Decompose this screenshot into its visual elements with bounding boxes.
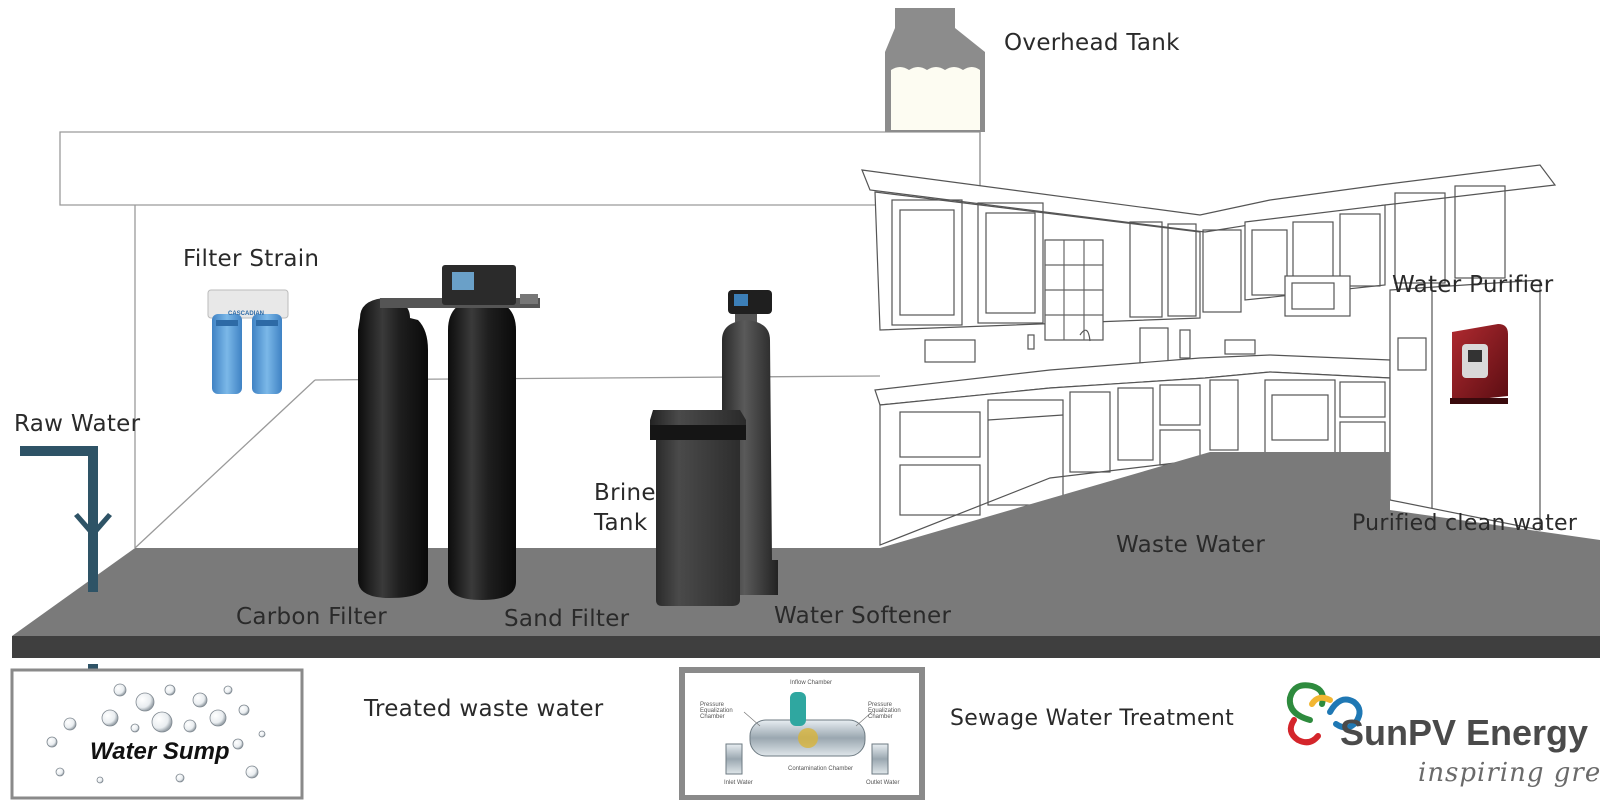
brine-tank-label-line2: Tank <box>594 510 648 536</box>
water-sump <box>10 668 304 800</box>
carbon-filter-label: Carbon Filter <box>236 604 388 630</box>
treated-waste-water-label: Treated waste water <box>364 696 604 722</box>
cartridge-brand-label: CASCADIAN <box>228 311 264 317</box>
sewage-unit-outlet-label: Outlet Water <box>866 780 900 786</box>
filter-strain-unit <box>207 289 289 394</box>
brine-tank-label-line1: Brine <box>594 480 656 506</box>
overhead-tank <box>885 8 985 132</box>
filter-strain-label: Filter Strain <box>183 246 320 272</box>
sand-filter-tank <box>448 298 516 600</box>
sewage-water-treatment-label: Sewage Water Treatment <box>950 706 1235 731</box>
water-sump-label: Water Sump <box>90 738 230 765</box>
brand-name: SunPV Energy <box>1340 712 1589 753</box>
filter-control-head <box>380 265 540 308</box>
raw-water-label: Raw Water <box>14 411 141 437</box>
sewage-unit-inlet-label: Inlet Water <box>724 780 753 786</box>
kitchen-drawing <box>861 164 1557 546</box>
sewage-unit-left-label: Pressure Equalization Chamber <box>700 702 733 720</box>
carbon-filter-tank <box>358 298 428 598</box>
sunpv-logo-icon <box>1286 682 1363 746</box>
sewage-unit-center-label: Contamination Chamber <box>788 766 854 772</box>
waste-water-label: Waste Water <box>1116 532 1266 558</box>
brand-tagline: inspiring green <box>1418 758 1600 788</box>
sand-filter-label: Sand Filter <box>504 606 630 632</box>
overhead-tank-label: Overhead Tank <box>1004 30 1180 56</box>
purified-clean-water-label: Purified clean water <box>1352 511 1578 536</box>
sewage-treatment-box <box>679 667 925 800</box>
sump-bubbles <box>46 683 266 784</box>
sewage-unit-top-label: Inflow Chamber <box>790 680 833 686</box>
house-outline <box>59 131 981 549</box>
water-purifier-device <box>1450 324 1508 404</box>
water-purifier-label: Water Purifier <box>1392 272 1554 298</box>
sewage-unit-right-label: Pressure Equalization Chamber <box>868 702 901 720</box>
brine-tank <box>650 410 746 606</box>
water-softener-label: Water Softener <box>774 603 952 629</box>
